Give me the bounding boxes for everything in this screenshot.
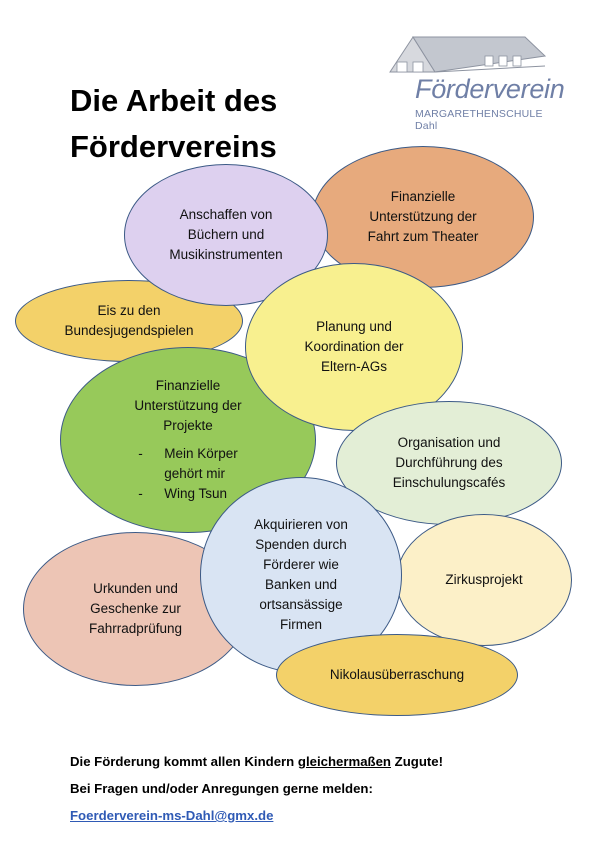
bubble-projekte-list: - Mein Körper gehört mir - Wing Tsun	[138, 444, 238, 504]
list-item: - Wing Tsun	[138, 484, 238, 504]
bubble-urkunden-text: Urkunden und Geschenke zur Fahrradprüfun…	[88, 581, 183, 636]
list-bullet: -	[138, 486, 143, 501]
bubble-projekte-text: Finanzielle Unterstützung der Projekte	[134, 378, 242, 433]
bubble-einschulung: Organisation und Durchführung des Einsch…	[336, 401, 562, 525]
footer-line-2: Bei Fragen und/oder Anregungen gerne mel…	[70, 781, 373, 796]
bubble-zirkus: Zirkusprojekt	[396, 514, 572, 646]
logo-subtitle: MARGARETHENSCHULE Dahl	[415, 108, 543, 132]
list-item: - Mein Körper gehört mir	[138, 444, 238, 484]
email-link[interactable]: Foerderverein-ms-Dahl@gmx.de	[70, 808, 274, 823]
bubble-zirkus-text: Zirkusprojekt	[445, 572, 523, 587]
list-item-text: Mein Körper gehört mir	[164, 446, 238, 481]
bubble-spenden-text: Akquirieren von Spenden durch Förderer w…	[254, 517, 348, 632]
bubble-theater-text: Finanzielle Unterstützung der Fahrt zum …	[367, 189, 479, 244]
list-item-text: Wing Tsun	[164, 486, 227, 501]
footer-line-1-before: Die Förderung kommt allen Kindern	[70, 754, 298, 769]
bubble-spenden: Akquirieren von Spenden durch Förderer w…	[200, 477, 402, 673]
footer-line-1-underlined: gleichermaßen	[297, 754, 391, 769]
title-line-2: Fördervereins	[70, 129, 277, 164]
logo-name: Förderverein	[415, 74, 565, 104]
list-bullet: -	[138, 446, 143, 461]
page-title: Die Arbeit des Fördervereins	[70, 78, 277, 170]
bubble-einschulung-text: Organisation und Durchführung des Einsch…	[392, 435, 506, 490]
bubble-nikolaus: Nikolausüberraschung	[276, 634, 518, 716]
footer-email-row: Foerderverein-ms-Dahl@gmx.de	[70, 808, 273, 823]
foerderverein-logo: Förderverein MARGARETHENSCHULE Dahl	[385, 32, 565, 132]
bubble-nikolaus-text: Nikolausüberraschung	[329, 667, 465, 682]
bubble-eis-text: Eis zu den Bundesjugendspielen	[64, 303, 194, 338]
footer-line-1-after: Zugute!	[390, 754, 443, 769]
school-building-icon	[389, 36, 547, 73]
bubble-buecher: Anschaffen von Büchern und Musikinstrume…	[124, 164, 328, 306]
title-line-1: Die Arbeit des	[70, 83, 278, 118]
bubble-planung-text: Planung und Koordination der Eltern-AGs	[304, 319, 404, 374]
bubble-buecher-text: Anschaffen von Büchern und Musikinstrume…	[169, 207, 283, 262]
footer-line-1: Die Förderung kommt allen Kindern gleich…	[70, 754, 443, 769]
